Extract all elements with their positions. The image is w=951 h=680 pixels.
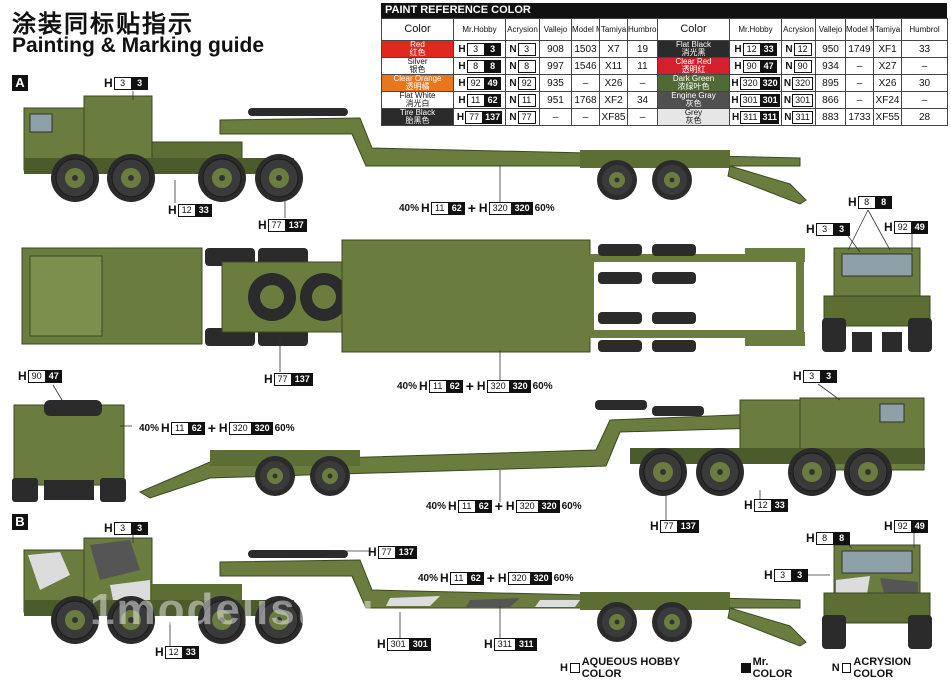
side-view-b-camo [23,537,807,647]
legend-aqueous: H AQUEOUS HOBBY COLOR [560,656,719,680]
legend-h-prefix: H [560,662,568,674]
outline-box-icon [569,663,580,673]
leader-lines [52,91,915,648]
top-view-a [21,239,805,353]
front-view-a [822,247,932,352]
outline-box-icon [841,663,852,673]
legend: H AQUEOUS HOBBY COLOR Mr. COLOR N ACRYSI… [560,656,951,680]
watermark: 1modelist.ru [90,585,376,634]
filled-box-icon [740,663,751,673]
title-chinese: 涂装同标贴指示 [12,11,194,38]
legend-n-prefix: N [831,662,840,674]
rear-view-a [12,400,126,502]
legend-mr-label: Mr. COLOR [752,656,793,680]
section-a-marker: A [12,75,28,91]
legend-aqueous-label: AQUEOUS HOBBY COLOR [581,656,680,680]
title-english: Painting & Marking guide [12,34,265,57]
section-b-marker: B [12,514,28,530]
legend-acrysion: N ACRYSION COLOR [832,656,951,680]
legend-mr: Mr. COLOR [740,656,810,680]
legend-acrysion-label: ACRYSION COLOR [853,656,912,680]
front-view-b-camo [822,544,932,649]
paint-code-humbrol: 28 [901,108,948,126]
side-view-a-left [23,95,807,205]
paint-table-header: PAINT REFERENCE COLOR [381,3,947,18]
side-view-a-right [138,397,925,499]
